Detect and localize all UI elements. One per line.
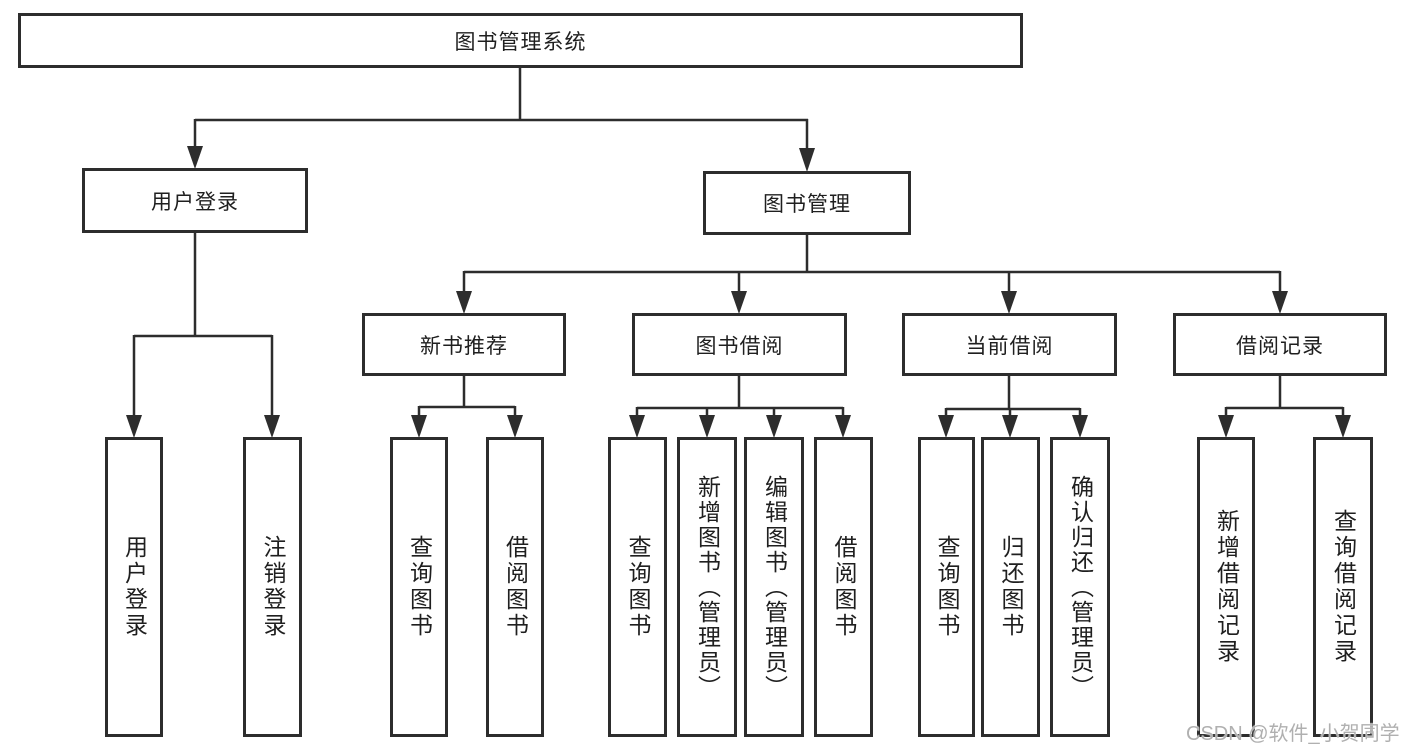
node-leaf-add-books-admin: 新增图书（管理员） xyxy=(677,437,737,737)
arrow-down-icon xyxy=(699,415,715,438)
arrow-down-icon xyxy=(629,415,645,438)
node-label: 查询图书 xyxy=(406,535,433,639)
node-leaf-confirm-return-admin: 确认归还（管理员） xyxy=(1050,437,1110,737)
connector-root-to-level2 xyxy=(187,68,815,172)
node-leaf-logout: 注销登录 xyxy=(243,437,302,737)
arrow-down-icon xyxy=(1335,415,1351,438)
arrow-down-icon xyxy=(1072,415,1088,438)
node-current-borrowing: 当前借阅 xyxy=(902,313,1117,376)
arrow-down-icon xyxy=(731,291,747,314)
arrow-down-icon xyxy=(456,291,472,314)
node-leaf-user-login: 用户登录 xyxy=(105,437,163,737)
node-label: 注销登录 xyxy=(260,535,286,639)
node-label: 查询图书 xyxy=(625,535,651,639)
node-leaf-add-borrow-record: 新增借阅记录 xyxy=(1197,437,1255,737)
node-label: 用户登录 xyxy=(121,535,148,639)
node-borrowing-records: 借阅记录 xyxy=(1173,313,1387,376)
arrow-down-icon xyxy=(411,415,427,438)
node-label: 图书管理系统 xyxy=(454,30,587,54)
node-label: 借阅记录 xyxy=(1236,334,1324,358)
connector-bookmgmt-to-level3 xyxy=(456,234,1288,314)
connector-borrowrecords-to-leaves xyxy=(1218,376,1351,438)
node-leaf-query-books: 查询图书 xyxy=(390,437,448,737)
node-label: 当前借阅 xyxy=(965,334,1054,358)
node-label: 借阅图书 xyxy=(502,535,529,639)
node-label: 新增图书（管理员） xyxy=(694,474,721,700)
node-leaf-query-books: 查询图书 xyxy=(608,437,667,737)
node-book-management: 图书管理 xyxy=(703,171,911,235)
arrow-down-icon xyxy=(766,415,782,438)
arrow-down-icon xyxy=(1002,415,1018,438)
arrow-down-icon xyxy=(1272,291,1288,314)
node-label: 查询借阅记录 xyxy=(1330,509,1357,665)
arrow-down-icon xyxy=(126,415,142,438)
node-label: 用户登录 xyxy=(151,190,239,214)
arrow-down-icon xyxy=(799,148,815,172)
connector-newbookrec-to-leaves xyxy=(411,376,523,438)
node-label: 归还图书 xyxy=(998,535,1024,639)
arrow-down-icon xyxy=(938,415,954,438)
node-new-book-recommendation: 新书推荐 xyxy=(362,313,566,376)
node-label: 新书推荐 xyxy=(420,334,508,358)
arrow-down-icon xyxy=(264,415,280,438)
node-label: 查询图书 xyxy=(934,535,960,639)
arrow-down-icon xyxy=(1001,291,1017,314)
connector-bookborrow-to-leaves xyxy=(629,376,851,438)
arrow-down-icon xyxy=(1218,415,1234,438)
node-leaf-borrow-books: 借阅图书 xyxy=(486,437,544,737)
node-user-login: 用户登录 xyxy=(82,168,308,233)
node-label: 新增借阅记录 xyxy=(1213,509,1240,665)
node-leaf-query-books: 查询图书 xyxy=(918,437,975,737)
node-label: 借阅图书 xyxy=(831,535,857,639)
connector-userlogin-to-leaves xyxy=(126,233,280,438)
csdn-watermark: CSDN @软件_小贺同学 xyxy=(1186,723,1400,745)
node-book-borrowing: 图书借阅 xyxy=(632,313,847,376)
node-leaf-return-books: 归还图书 xyxy=(981,437,1040,737)
node-label: 图书管理 xyxy=(763,193,851,216)
node-label: 编辑图书（管理员） xyxy=(761,474,788,700)
arrow-down-icon xyxy=(187,146,203,169)
connector-currentborrow-to-leaves xyxy=(938,376,1088,438)
arrow-down-icon xyxy=(507,415,523,438)
node-library-management-system: 图书管理系统 xyxy=(18,13,1023,68)
arrow-down-icon xyxy=(835,415,851,438)
node-leaf-query-borrow-record: 查询借阅记录 xyxy=(1313,437,1373,737)
node-leaf-borrow-books: 借阅图书 xyxy=(814,437,873,737)
node-label: 确认归还（管理员） xyxy=(1067,474,1094,700)
node-leaf-edit-books-admin: 编辑图书（管理员） xyxy=(744,437,804,737)
node-label: 图书借阅 xyxy=(695,334,784,358)
